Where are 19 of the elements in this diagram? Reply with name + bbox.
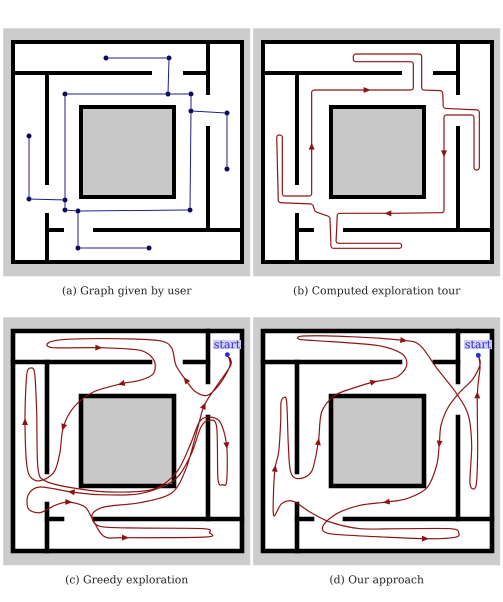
graph-edge [226,115,228,167]
maze-drawing [253,317,500,566]
graph-edge [168,60,170,92]
subfigure-label: (b) Computed exploration tour [294,286,460,297]
maze-drawing [253,28,500,276]
graph-edge [190,96,192,109]
graph-edge [190,113,192,208]
graph-edge [64,202,66,208]
graph-edge [64,96,66,198]
maze-drawing [3,28,250,276]
graph-edge [193,110,225,114]
graph-edge [28,138,30,197]
subfigure-label: (c) Greedy exploration [66,575,188,586]
graph-edge [80,210,188,212]
subfigure-label: (a) Graph given by user [62,286,192,297]
maze-drawing [3,317,250,566]
graph-edge [67,210,76,212]
subfigure-label: (d) Our approach [330,575,424,586]
graph-edge [31,198,63,200]
